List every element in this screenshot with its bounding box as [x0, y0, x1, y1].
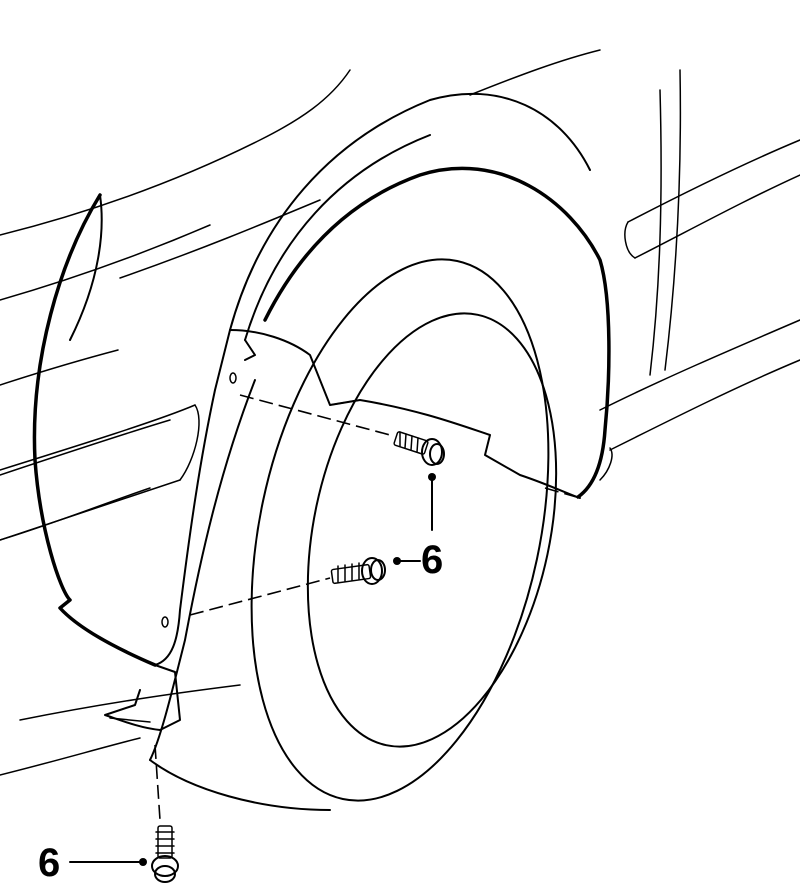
bolt-lower — [151, 825, 179, 883]
tire-assembly — [149, 258, 558, 811]
callout-label-upper: 6 — [421, 538, 443, 582]
callout-label-lower: 6 — [38, 841, 60, 885]
fender-liner — [32, 193, 581, 731]
bolt-upper — [393, 431, 445, 466]
headlight-area — [0, 194, 200, 541]
bolt-middle — [330, 557, 386, 585]
callout-upper: 6 — [393, 473, 443, 582]
car-body-outline — [0, 49, 800, 776]
callout-lower: 6 — [38, 841, 147, 885]
wheel-arch-flare — [229, 92, 611, 499]
fastener-axes — [154, 394, 391, 821]
